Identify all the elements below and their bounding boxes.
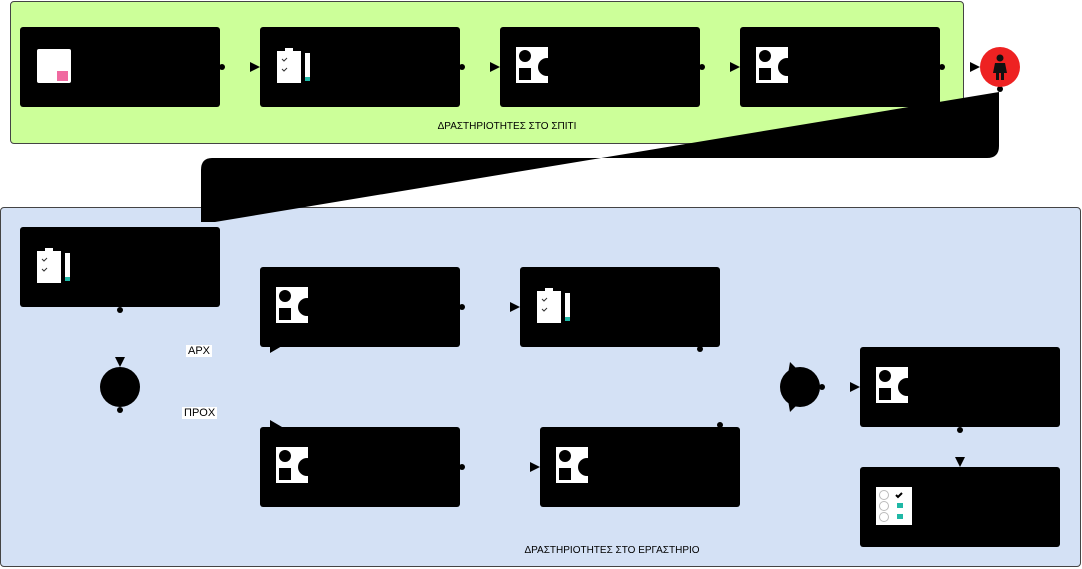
clipboard-pencil-icon [37,248,70,283]
arrowhead [270,420,282,427]
document-icon [37,49,71,83]
actor-node[interactable] [980,47,1020,87]
gateway-label-end: ΠΡΟΧ [182,407,218,419]
arrowhead [510,302,520,312]
connector-dot [939,64,945,70]
checklist-icon [876,487,912,525]
arrowhead [270,346,282,353]
connector-dot [699,64,705,70]
home-activity-intro[interactable] [20,27,220,107]
lab-activity-worksheet-upper[interactable] [520,267,720,347]
connector-dot [997,86,1003,92]
home-to-lab-connector [201,92,999,222]
lab-activity-shapes-lower-1[interactable] [260,427,460,507]
connector-dot [459,464,465,470]
connector-dot [117,307,123,313]
home-lane-label: ΔΡΑΣΤΗΡΙΟΤΗΤΕΣ ΣΤΟ ΣΠΙΤΙ [437,121,577,132]
connector-dot [957,427,963,433]
arrowhead [955,457,965,467]
connector-dot [459,64,465,70]
gateway-label-start: ΑΡΧ [186,345,213,357]
shapes-icon [556,447,592,483]
merge-gateway[interactable] [780,367,820,407]
shapes-icon [756,47,792,83]
lab-activity-shapes-upper[interactable] [260,267,460,347]
clipboard-pencil-icon [537,288,570,323]
lab-activity-checklist[interactable] [860,467,1060,547]
arrowhead [115,357,125,367]
arrowhead [490,62,500,72]
lab-lane-label: ΔΡΑΣΤΗΡΙΟΤΗΤΕΣ ΣΤΟ ΕΡΓΑΣΤΗΡΙΟ [524,545,700,556]
connector-dot [717,422,723,428]
shapes-icon [276,447,312,483]
arrowhead [970,62,980,72]
lab-activity-shapes-lower-2[interactable] [540,427,740,507]
connector-dot [459,304,465,310]
lab-activity-worksheet[interactable] [20,227,220,307]
connector-dot [117,407,123,413]
arrowhead [530,462,540,472]
shapes-icon [516,47,552,83]
arrowhead [250,62,260,72]
arrowhead [730,62,740,72]
arrowhead [850,382,860,392]
connector-dot [819,384,825,390]
lab-activity-shapes-final[interactable] [860,347,1060,427]
split-gateway[interactable] [100,367,140,407]
home-activity-worksheet[interactable] [260,27,460,107]
connector-dot [219,64,225,70]
connector-dot [697,346,703,352]
shapes-icon [876,367,912,403]
shapes-icon [276,287,312,323]
home-activity-shapes-1[interactable] [500,27,700,107]
home-activity-shapes-2[interactable] [740,27,940,107]
clipboard-pencil-icon [277,48,310,83]
person-icon [993,54,1007,80]
